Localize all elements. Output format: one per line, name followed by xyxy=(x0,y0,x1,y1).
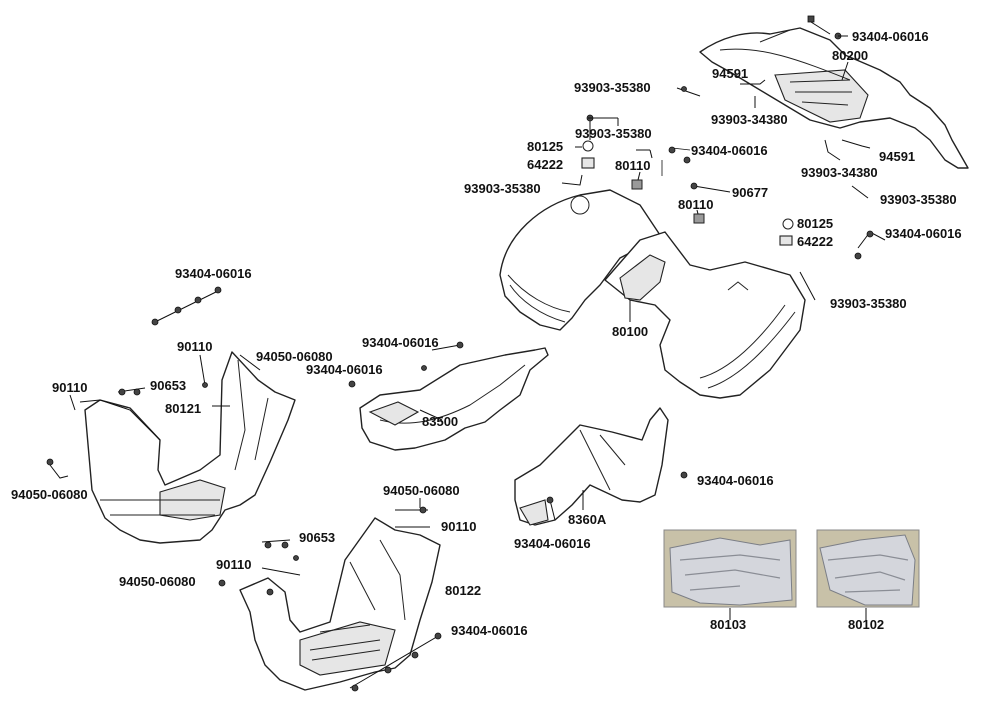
label-93404-06016-d: 93404-06016 xyxy=(175,266,252,281)
label-94050-06080-c: 94050-06080 xyxy=(383,483,460,498)
label-80125-a: 80125 xyxy=(527,139,563,154)
label-90110-d: 90110 xyxy=(216,557,251,572)
part-labels: 93404-06016 80200 93903-35380 94591 9390… xyxy=(11,29,962,638)
label-80110-a: 80110 xyxy=(615,158,650,173)
label-90110-a: 90110 xyxy=(177,339,212,354)
label-80102: 80102 xyxy=(848,617,884,632)
right-side-cover-8360a xyxy=(514,407,669,526)
label-93903-35380-a: 93903-35380 xyxy=(574,80,651,95)
label-64222-a: 64222 xyxy=(527,157,563,172)
label-93404-06016-h: 93404-06016 xyxy=(514,536,591,551)
label-90110-c: 90110 xyxy=(441,519,476,534)
label-80200: 80200 xyxy=(832,48,868,63)
insulation-pad-80102 xyxy=(816,529,920,608)
label-90653-a: 90653 xyxy=(150,378,186,393)
label-93404-06016-b: 93404-06016 xyxy=(691,143,768,158)
label-93903-34380-b: 93903-34380 xyxy=(801,165,878,180)
left-side-cover-83500 xyxy=(359,347,549,451)
hardware-fasteners xyxy=(46,15,886,692)
label-90653-b: 90653 xyxy=(299,530,335,545)
label-93903-35380-e: 93903-35380 xyxy=(830,296,907,311)
label-80110-b: 80110 xyxy=(678,197,713,212)
label-90677: 90677 xyxy=(732,185,768,200)
label-80100: 80100 xyxy=(612,324,648,339)
label-93903-35380-b: 93903-35380 xyxy=(575,126,652,141)
label-93903-34380-a: 93903-34380 xyxy=(711,112,788,127)
label-93404-06016-c: 93404-06016 xyxy=(885,226,962,241)
label-80125-b: 80125 xyxy=(797,216,833,231)
label-80103: 80103 xyxy=(710,617,746,632)
leader-lines xyxy=(212,35,867,620)
label-94591-a: 94591 xyxy=(712,66,748,81)
label-93404-06016-a: 93404-06016 xyxy=(852,29,929,44)
label-94050-06080-a: 94050-06080 xyxy=(256,349,333,364)
label-93404-06016-g: 93404-06016 xyxy=(697,473,774,488)
right-footwell-80122 xyxy=(239,517,441,691)
label-94050-06080-d: 94050-06080 xyxy=(119,574,196,589)
label-83500: 83500 xyxy=(422,414,458,429)
rear-carrier-80200 xyxy=(699,27,969,169)
label-80122: 80122 xyxy=(445,583,481,598)
left-footwell-80121 xyxy=(84,351,296,544)
label-94591-b: 94591 xyxy=(879,149,915,164)
label-64222-b: 64222 xyxy=(797,234,833,249)
label-93404-06016-i: 93404-06016 xyxy=(451,623,528,638)
label-80121: 80121 xyxy=(165,401,201,416)
label-93903-35380-c: 93903-35380 xyxy=(464,181,541,196)
insulation-pad-80103 xyxy=(663,529,797,608)
label-90110-b: 90110 xyxy=(52,380,87,395)
label-93404-06016-f: 93404-06016 xyxy=(306,362,383,377)
label-93404-06016-e: 93404-06016 xyxy=(362,335,439,350)
front-fender-80100 xyxy=(499,189,806,399)
label-93903-35380-d: 93903-35380 xyxy=(880,192,957,207)
label-8360a: 8360A xyxy=(568,512,607,527)
label-94050-06080-b: 94050-06080 xyxy=(11,487,88,502)
